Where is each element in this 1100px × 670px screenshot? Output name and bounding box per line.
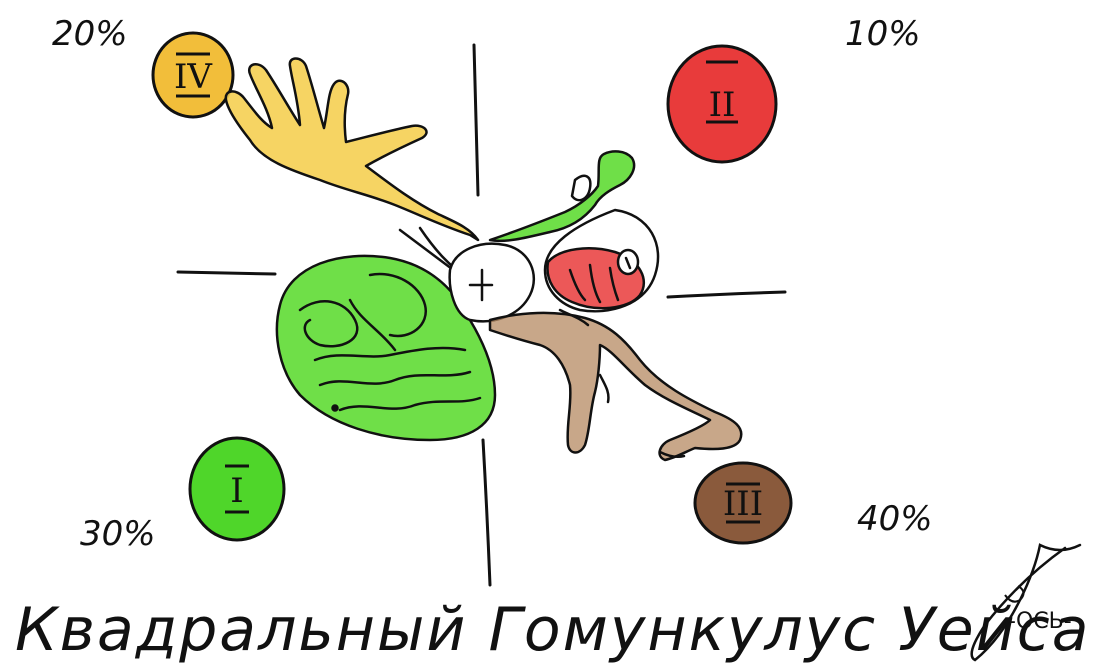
axis-right [668,292,785,297]
quadrant-III-percent: 40% [857,499,933,539]
quadrant-I-percent: 30% [80,514,156,554]
quadrant-II-numeral: II [709,85,736,125]
quadrant-II-percent: 10% [845,14,921,54]
quadrant-IV-percent: 20% [52,14,128,54]
quadrant-IV-marker: IV [153,33,233,117]
signature-text: -ОСЬ- [1008,609,1072,634]
quadrant-IV-numeral: IV [174,57,213,97]
axis-top [474,45,478,195]
quadrant-I-numeral: I [230,471,243,511]
center-neck [450,244,534,322]
homunculus-figure [226,59,741,461]
quadrant-I-marker: I [190,438,284,540]
brown-foot [490,310,741,460]
quadrant-III-numeral: III [723,484,763,524]
diagram-title: Квадральный Гомункулус Уейса [15,595,1090,665]
quadrant-II-marker: II [668,46,776,162]
axis-left [178,272,275,274]
quadrant-III-marker: III [695,463,791,543]
yellow-hand [226,59,478,281]
axis-bottom [483,440,490,585]
